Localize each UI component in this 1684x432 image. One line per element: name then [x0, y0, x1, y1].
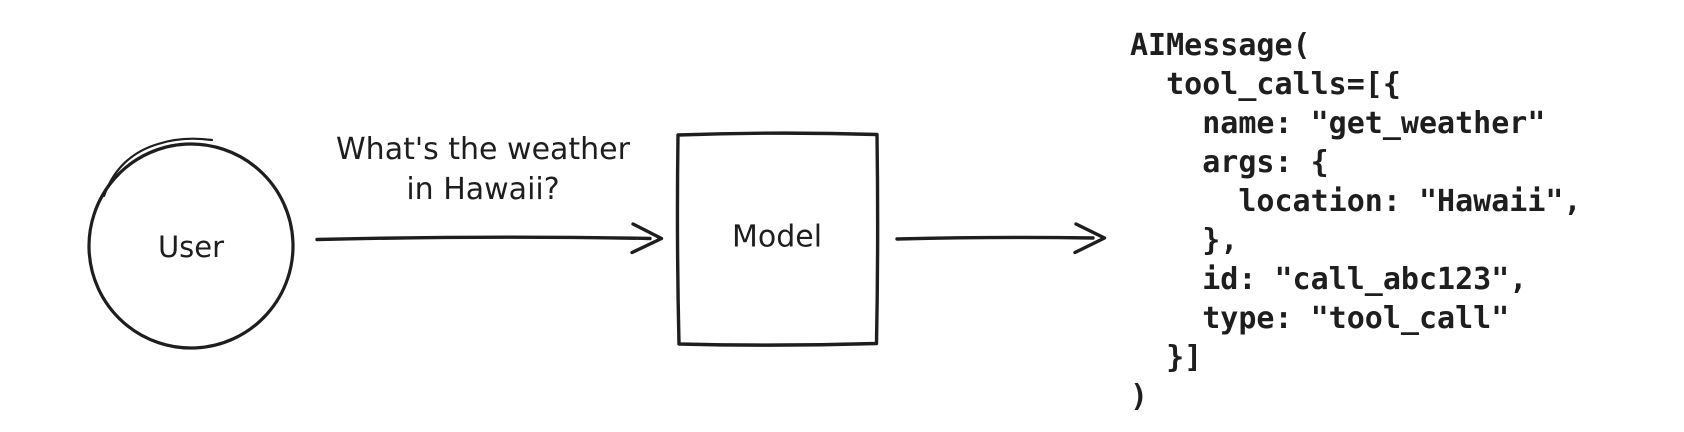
- request-arrow-label: What's the weather in Hawaii?: [336, 130, 630, 210]
- request-arrow-line: [315, 235, 652, 242]
- output-arrow-line: [895, 235, 1095, 241]
- user-node-label: User: [157, 230, 225, 264]
- model-node-label: Model: [731, 219, 823, 255]
- output-arrow-head-icon: [1073, 222, 1107, 255]
- ai-message-code-block: AIMessage( tool_calls=[{ name: "get_weat…: [1130, 28, 1582, 414]
- model-node-box: [675, 131, 880, 347]
- request-arrow-label-line1: What's the weather: [336, 132, 630, 167]
- request-arrow-label-line2: in Hawaii?: [406, 172, 560, 207]
- user-node-circle: [87, 142, 295, 350]
- user-node-circle-overstroke: [102, 137, 214, 198]
- request-arrow-head-icon: [630, 222, 664, 255]
